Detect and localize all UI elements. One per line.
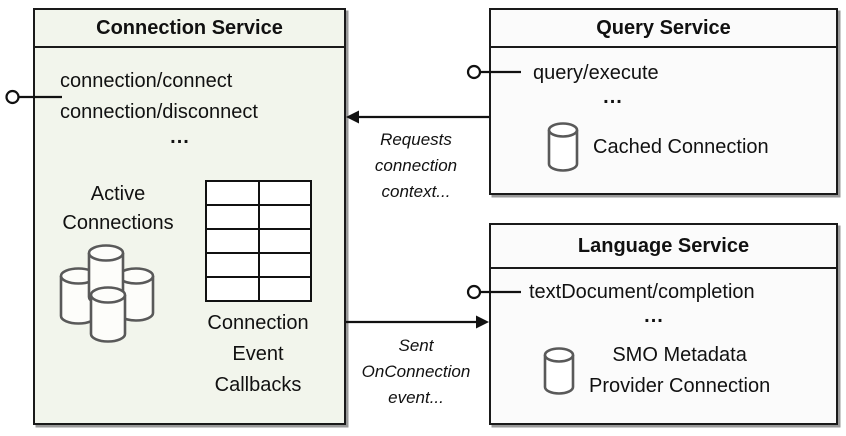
callback-table-cell <box>259 182 310 204</box>
active-connections-cylinders-icon <box>59 244 155 343</box>
sent-onconnection-label: Sent OnConnection event... <box>361 336 471 407</box>
callback-table-cell <box>259 230 310 252</box>
language-service-box: Language Service textDocument/completion… <box>489 223 838 425</box>
database-icon <box>543 347 575 395</box>
callback-table-cell <box>259 206 310 228</box>
connection-methods-ellipsis: ... <box>170 126 190 148</box>
callback-table <box>205 180 312 302</box>
callback-table-cell <box>207 230 258 252</box>
requests-connection-arrow <box>346 110 489 124</box>
callback-table-cell <box>259 254 310 276</box>
connection-service-methods: connection/connect connection/disconnect <box>60 70 258 123</box>
query-methods-ellipsis: ... <box>603 86 623 108</box>
callback-table-cell <box>207 182 258 204</box>
database-icon <box>547 122 579 172</box>
active-connections-label: Active Connections <box>62 183 174 234</box>
cylinder-bottom <box>89 295 127 343</box>
query-service-methods: query/execute <box>533 62 659 84</box>
language-service-title: Language Service <box>491 225 836 269</box>
lollipop-circle <box>466 284 482 300</box>
cached-connection-label: Cached Connection <box>593 136 769 158</box>
connection-service-title: Connection Service <box>35 10 344 48</box>
language-methods-ellipsis: ... <box>644 305 664 327</box>
arrowhead-left <box>346 110 359 124</box>
smo-metadata-label: SMO Metadata Provider Connection <box>589 344 771 397</box>
lollipop-circle <box>466 64 482 80</box>
query-service-box: Query Service query/execute ... Cached C… <box>489 8 838 195</box>
callback-table-cell <box>207 278 258 300</box>
query-service-title: Query Service <box>491 10 836 48</box>
callbacks-label: Connection Event Callbacks <box>207 312 309 396</box>
arrowhead-right <box>476 315 489 329</box>
requests-connection-label: Requests connection context... <box>374 130 458 201</box>
smo-metadata-row: SMO Metadata Provider Connection <box>543 343 770 399</box>
sent-onconnection-arrow <box>346 315 489 329</box>
callback-table-cell <box>259 278 310 300</box>
cached-connection-row: Cached Connection <box>547 120 769 174</box>
lollipop-circle <box>5 89 20 105</box>
callback-table-cell <box>207 206 258 228</box>
language-service-methods: textDocument/completion <box>529 281 755 303</box>
connection-service-box: Connection Service connection/connect co… <box>33 8 346 425</box>
callback-table-cell <box>207 254 258 276</box>
